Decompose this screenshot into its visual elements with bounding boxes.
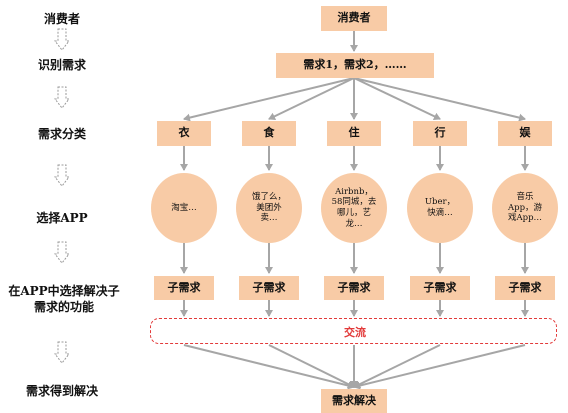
stage-needs-resolved: 需求得到解决 [25,384,98,398]
arrow-needs-to-category-4 [353,77,526,122]
connector-lines [180,31,529,390]
down-arrow-icon [54,241,70,264]
subneed-box-housing: 子需求 [324,276,384,300]
down-arrow-icon [54,341,70,364]
down-arrow-icon [54,86,70,109]
subneed-box-clothing: 子需求 [154,276,214,300]
category-box-transport: 行 [413,121,467,146]
subneed-box-food: 子需求 [239,276,299,300]
category-box-housing: 住 [327,121,381,146]
arrow-exchange-to-resolved-3 [353,344,441,388]
app-circle-clothing: 淘宝… [151,173,217,243]
stage-identify-needs: 识别需求 [37,58,86,72]
subneed-box-transport: 子需求 [410,276,470,300]
down-arrow-icon [54,28,70,51]
stage-classify-needs: 需求分类 [37,127,86,141]
exchange-frame [150,318,557,344]
category-box-entertainment: 娱 [498,121,552,146]
app-circle-housing: Airbnb，58同城，去哪儿，艺龙… [321,173,387,243]
category-box-clothing: 衣 [157,121,211,146]
exchange-label: 交流 [344,326,366,339]
subneed-box-entertainment: 子需求 [495,276,555,300]
arrow-exchange-to-resolved-1 [268,344,355,388]
stage-choose-function: 在APP中选择解决子需求的功能 [8,284,120,315]
resolved-box: 需求解决 [321,389,387,413]
arrow-needs-to-category-0 [183,77,355,122]
app-circle-transport: Uber，快滴… [407,173,473,243]
needs-box: 需求1，需求2，…… [276,53,434,78]
app-circle-entertainment: 音乐App，游戏App… [492,173,558,243]
arrow-exchange-to-resolved-4 [353,344,526,390]
app-circle-food: 饿了么，美团外卖… [236,173,302,243]
arrow-needs-to-category-1 [268,77,355,120]
arrow-exchange-to-resolved-0 [183,344,355,390]
stage-choose-app: 选择APP [36,211,88,225]
down-arrow-icon [54,164,70,187]
category-box-food: 食 [242,121,296,146]
consumer-box: 消费者 [321,6,387,31]
arrow-needs-to-category-3 [353,77,441,121]
stage-consumer: 消费者 [43,12,80,26]
